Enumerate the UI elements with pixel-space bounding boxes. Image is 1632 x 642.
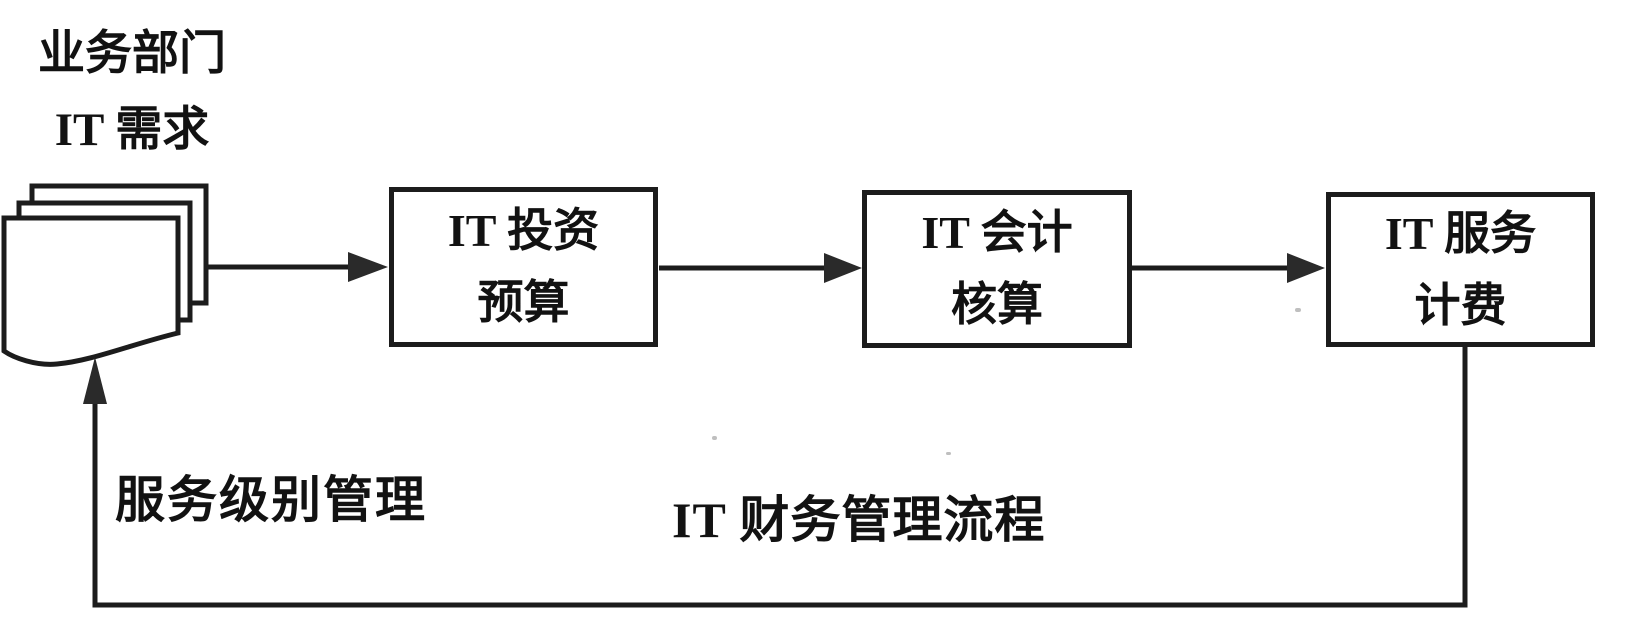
process-box-it-service-billing: IT 服务 计费 [1326, 192, 1595, 347]
diagram-caption: IT 财务管理流程 [672, 492, 1046, 548]
arrowhead-up-icon [83, 357, 107, 404]
scan-speck [712, 436, 717, 440]
arrowhead-right-icon [1287, 253, 1325, 283]
box-label-line1: IT 投资 [447, 205, 600, 256]
box-label-line1: IT 会计 [921, 207, 1073, 258]
source-label-line1: 业务部门 [38, 28, 226, 80]
arrowhead-right-icon [824, 253, 862, 283]
box-label-line2: 计费 [1414, 279, 1507, 331]
source-label-line2: IT 需求 [54, 104, 210, 156]
feedback-loop-label: 服务级别管理 [115, 472, 427, 528]
process-box-it-accounting: IT 会计 核算 [862, 190, 1132, 348]
document-page-front [1, 215, 181, 367]
source-label: 业务部门 IT 需求 [17, 16, 247, 168]
process-box-it-investment-budget: IT 投资 预算 [389, 187, 658, 347]
document-stack-icon [1, 183, 209, 367]
arrow-accounting-to-billing [1132, 253, 1325, 283]
arrow-budget-to-accounting [659, 253, 862, 283]
box-label-line1: IT 服务 [1384, 207, 1537, 259]
feedback-loop-connector [83, 347, 1468, 608]
box-label-line2: 核算 [951, 279, 1043, 330]
scan-speck [1295, 308, 1301, 312]
arrowhead-right-icon [348, 252, 388, 282]
arrow-source-to-budget [207, 252, 388, 282]
feedback-loop-path [92, 347, 1468, 608]
scan-speck [946, 452, 951, 455]
box-label-line2: 预算 [477, 277, 570, 328]
